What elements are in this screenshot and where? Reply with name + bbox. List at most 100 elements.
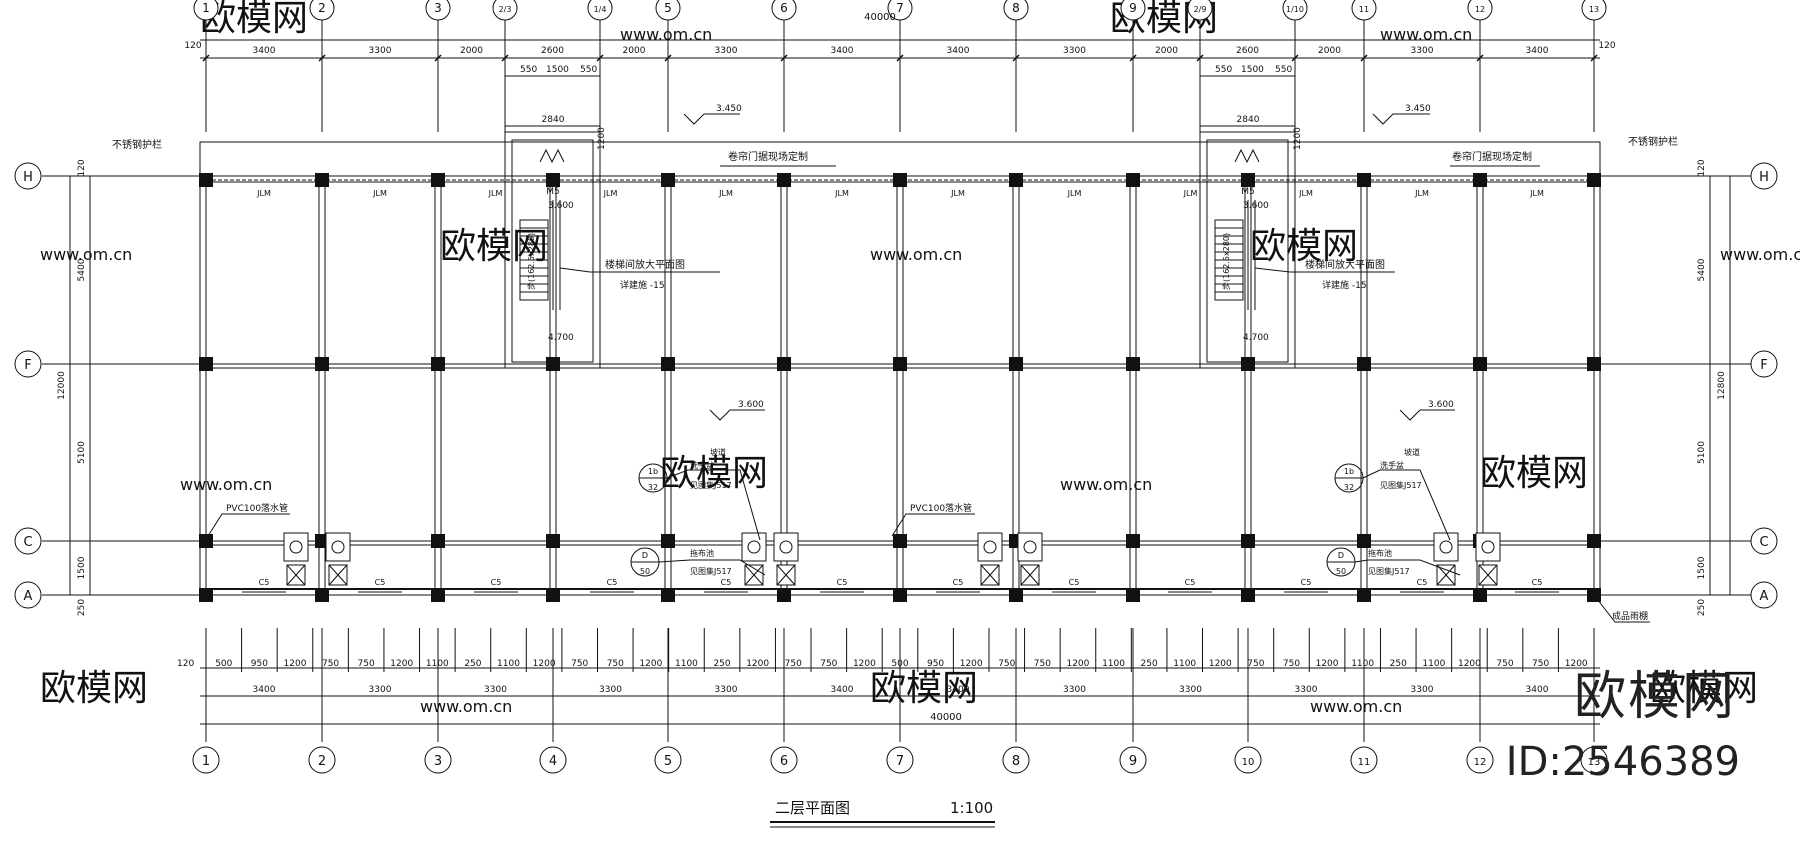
bottom-dimension-major: 3300 [369,685,392,695]
beam-label: JLM [950,189,965,198]
column [1357,534,1371,548]
bottom-axis-label: 9 [1129,754,1137,769]
bottom-axis-bubble [770,746,798,774]
elevation-3450-right: 3.450 [1405,104,1431,114]
side-dim-left: 5100 [77,441,87,464]
dim-tick [1590,54,1598,62]
column [1357,173,1371,187]
watermark-site: www.om.cn [1310,697,1402,716]
column [1009,173,1023,187]
elevation-3600-mid-left: 3.600 [738,400,764,410]
window-label: C5 [607,578,618,587]
door-m5-right: M5 [1241,187,1255,197]
bottom-dimension-major: 3300 [599,685,622,695]
watermark-site: www.om.cn [620,25,712,44]
bottom-dimension-minor: 750 [1532,659,1549,669]
column [1587,173,1601,187]
corner-note: 成品雨棚 [1612,610,1648,622]
bottom-axis-bubble [886,746,914,774]
bottom-dimension-minor: 950 [927,659,944,669]
window-label: C5 [375,578,386,587]
column [315,588,329,602]
dim-tick [1129,54,1137,62]
bottom-dimension-minor: 750 [571,659,588,669]
shutter-note-left: 卷帘门据现场定制 [728,150,808,163]
bottom-dimension-minor: 750 [998,659,1015,669]
side-dim-left: 120 [77,159,87,176]
toilet-fixture [325,532,351,562]
side-axis-bubble-left [14,350,42,378]
beam-label: JLM [1298,189,1313,198]
top-dimension-value: 2000 [623,46,646,56]
sink-cross [286,564,306,586]
top-dimension-value: 3300 [369,46,392,56]
shutter-note-right: 卷帘门据现场定制 [1452,150,1532,163]
bottom-dimension-minor: 750 [358,659,375,669]
column [1473,357,1487,371]
bottom-dimension-major: 3300 [1295,685,1318,695]
see-ref-right-2: 见图集J517 [1368,566,1410,576]
bottom-dimension-minor: 1100 [497,659,520,669]
side-axis-label: H [1759,170,1769,185]
beam-label: JLM [718,189,733,198]
callout-32-right: 32 [1344,483,1354,492]
top-axis-bubble [193,0,219,21]
column [893,357,907,371]
column [431,534,445,548]
top-axis-label: 1/4 [594,5,607,14]
callout-50-left: 50 [640,567,650,576]
column [1009,357,1023,371]
stair-flight [519,219,549,301]
ramp-right: 坡道 [1404,447,1420,457]
bottom-axis-bubble [1002,746,1030,774]
column [661,588,675,602]
window-label: C5 [837,578,848,587]
column [546,173,560,187]
sink-cross [328,564,348,586]
beam-label: JLM [488,189,503,198]
railing-note-left: 不锈钢护栏 [112,138,162,151]
beam-label: JLM [1529,189,1544,198]
side-dim-right: 1500 [1697,556,1707,579]
bottom-dimension-minor: 750 [820,659,837,669]
bottom-dimension-minor: 1100 [426,659,449,669]
column [199,534,213,548]
bottom-dimension-minor: 1200 [1458,659,1481,669]
top-axis-label: 13 [1589,5,1599,14]
dim-tick [1476,54,1484,62]
beam-label: JLM [1067,189,1082,198]
bottom-dimension-major: 3400 [947,685,970,695]
column [1241,173,1255,187]
bottom-dimension-major: 3300 [1063,685,1086,695]
top-dimension-value: 2000 [1155,46,1178,56]
brand-logo: 欧模网 [1573,667,1736,727]
stair-ref-right: 楼梯间放大平面图 [1305,258,1385,271]
dim-tick [780,54,788,62]
elev-4700-stair-right: 4.700 [1243,333,1269,343]
side-axis-label: A [1760,589,1769,604]
bottom-axis-bubble [1234,746,1262,774]
toilet-bowl [747,540,761,554]
window-label: C5 [953,578,964,587]
side-axis-bubble-left [14,527,42,555]
column [1241,588,1255,602]
column [777,588,791,602]
bottom-dimension-major: 3300 [1411,685,1434,695]
side-dim-left: 12000 [57,371,67,400]
bottom-axis-label: 11 [1358,757,1371,768]
toilet-fixture [741,532,767,562]
bottom-dimension-minor: 1200 [1316,659,1339,669]
bottom-axis-bubble [308,746,336,774]
watermark-site: www.om.cn [420,697,512,716]
detail-callouts [630,463,1461,577]
stair-detail-left: 详建施 -15 [620,279,665,291]
toilet-fixture [773,532,799,562]
bottom-axis-label: 6 [780,754,788,769]
bottom-axis-label: 10 [1242,757,1255,768]
bottom-dimension-minor: 750 [785,659,802,669]
side-axis-label: H [23,170,33,185]
